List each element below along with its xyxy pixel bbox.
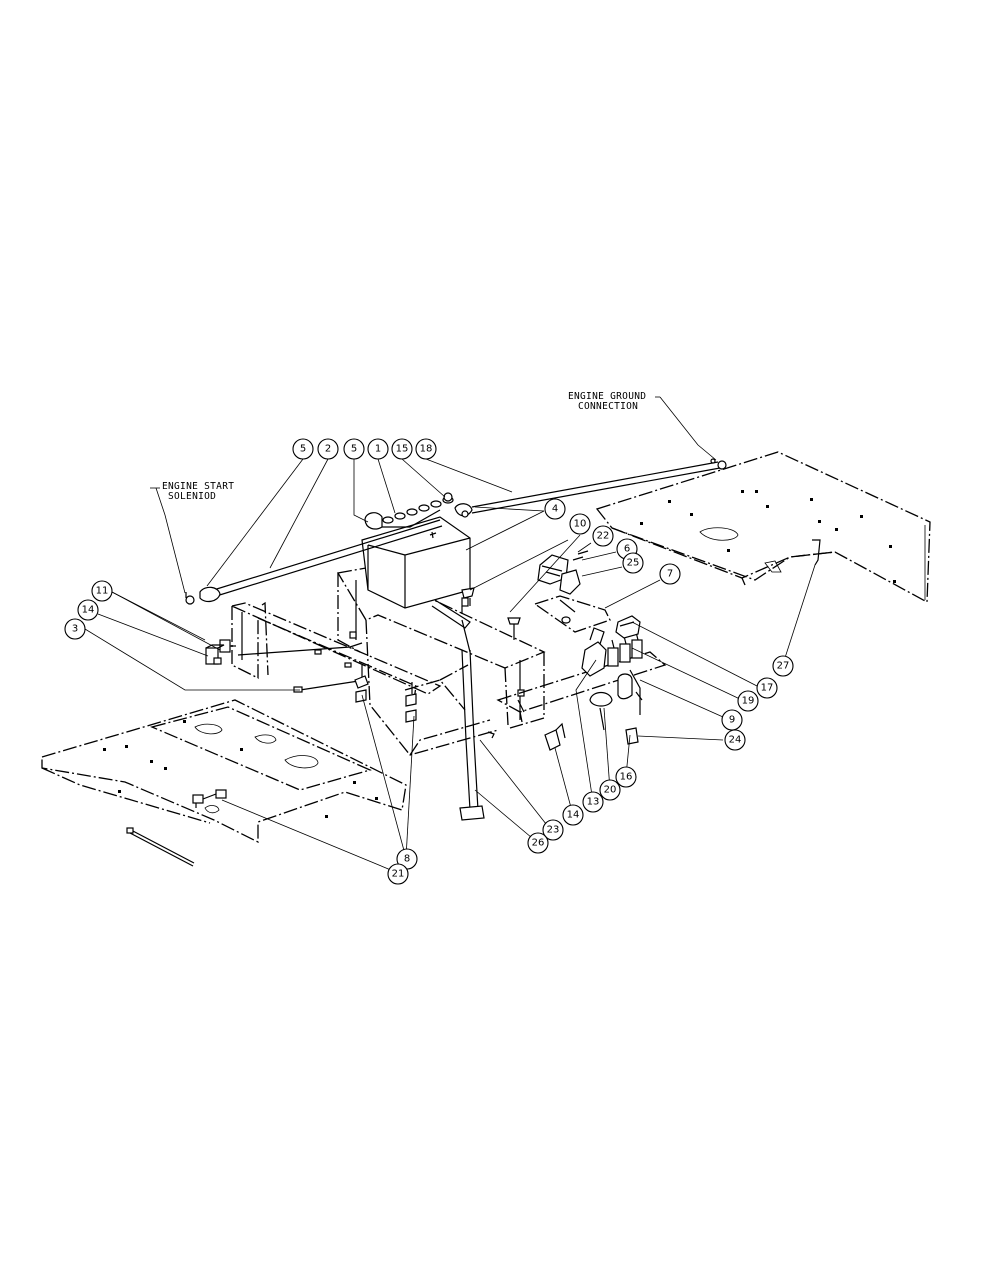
leader-lines (84, 396, 816, 874)
svg-text:2: 2 (325, 444, 331, 455)
svg-text:22: 22 (597, 531, 610, 542)
svg-text:14: 14 (82, 605, 95, 616)
part-callouts: 5 2 5 1 15 18 4 10 22 6 25 7 11 14 3 17 … (64, 438, 794, 885)
svg-text:7: 7 (667, 569, 673, 580)
callout-9: 9 (721, 709, 743, 731)
callout-7: 7 (659, 563, 681, 585)
dash-panel (496, 615, 667, 751)
wire-harness (237, 642, 369, 693)
callout-13: 13 (582, 791, 604, 813)
svg-text:5: 5 (300, 444, 306, 455)
callout-14a: 14 (77, 599, 99, 621)
svg-text:25: 25 (627, 558, 640, 569)
callout-14b: 14 (562, 804, 584, 826)
svg-text:8: 8 (404, 854, 410, 865)
callout-11: 11 (91, 580, 113, 602)
engine-ground-note: ENGINE GROUND CONNECTION (568, 391, 660, 412)
callout-5a: 5 (292, 438, 314, 460)
svg-text:4: 4 (552, 504, 558, 515)
svg-text:21: 21 (392, 869, 405, 880)
engine-start-label: ENGINE START (162, 481, 234, 492)
svg-text:27: 27 (777, 661, 790, 672)
svg-text:6: 6 (624, 544, 630, 555)
callout-3: 3 (64, 618, 86, 640)
callout-16: 16 (615, 766, 637, 788)
svg-text:23: 23 (547, 825, 560, 836)
svg-text:26: 26 (532, 838, 545, 849)
svg-text:5: 5 (351, 444, 357, 455)
engine-start-note: ENGINE START SOLENIOD (150, 481, 234, 502)
callout-24: 24 (724, 729, 746, 751)
svg-text:15: 15 (396, 444, 409, 455)
relay-assembly (205, 639, 236, 665)
callout-19: 19 (737, 690, 759, 712)
svg-text:17: 17 (761, 683, 774, 694)
callout-23: 23 (542, 819, 564, 841)
callout-27: 27 (772, 655, 794, 677)
callout-18: 18 (415, 438, 437, 460)
switch-bracket-cluster (533, 550, 611, 633)
callout-15: 15 (391, 438, 413, 460)
svg-text:13: 13 (587, 797, 600, 808)
engine-ground-label: ENGINE GROUND (568, 391, 646, 402)
svg-text:10: 10 (574, 519, 587, 530)
hold-down-strap (459, 597, 495, 821)
callout-4: 4 (544, 498, 566, 520)
svg-text:14: 14 (567, 810, 580, 821)
callout-26: 26 (527, 832, 549, 854)
callout-5b: 5 (343, 438, 365, 460)
callout-21: 21 (387, 863, 409, 885)
battery-cables (185, 458, 727, 605)
svg-text:16: 16 (620, 772, 633, 783)
right-floor-plate (595, 451, 931, 604)
svg-text:20: 20 (604, 785, 617, 796)
left-frame (229, 601, 442, 701)
callout-25: 25 (622, 552, 644, 574)
svg-text:11: 11 (96, 586, 109, 597)
engine-start-label-2: SOLENIOD (168, 491, 216, 502)
svg-text:18: 18 (420, 444, 433, 455)
svg-text:3: 3 (72, 624, 78, 635)
callout-2: 2 (317, 438, 339, 460)
callout-1: 1 (367, 438, 389, 460)
fasteners (355, 587, 521, 723)
callout-22: 22 (592, 525, 614, 547)
battery (361, 492, 473, 609)
callout-20: 20 (599, 779, 621, 801)
callout-17: 17 (756, 677, 778, 699)
svg-text:24: 24 (729, 735, 742, 746)
svg-text:9: 9 (729, 715, 735, 726)
svg-text:1: 1 (375, 444, 381, 455)
callout-10: 10 (569, 513, 591, 535)
engine-ground-label-2: CONNECTION (578, 401, 638, 412)
left-floor-plate (41, 699, 407, 867)
svg-text:19: 19 (742, 696, 755, 707)
